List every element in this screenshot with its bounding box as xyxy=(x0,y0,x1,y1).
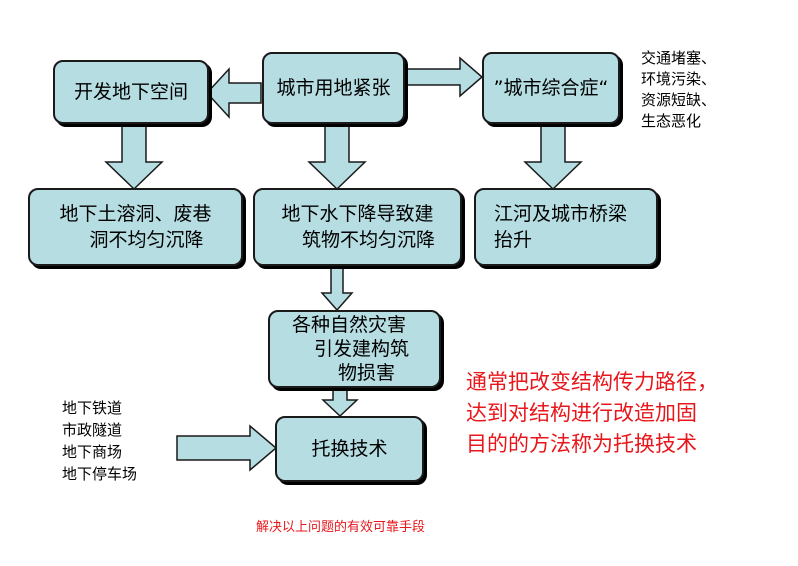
arrow-left-down xyxy=(104,123,164,191)
symptom-item: 交通堵塞、 xyxy=(641,49,717,67)
node-label-line-3: 物损害 xyxy=(338,362,396,384)
node-label-line-2: 抬升 xyxy=(494,229,533,251)
underground-item: 市政隧道 xyxy=(62,421,123,439)
node-label-line-1: 地下水下降导致建 xyxy=(281,203,434,225)
arrow-disaster-down xyxy=(321,386,359,418)
symptom-item: 生态恶化 xyxy=(641,112,702,130)
node-underpinning-technology: 托换技术 xyxy=(275,416,424,482)
symptom-item: 资源短缺、 xyxy=(641,91,717,109)
node-groundwater-settlement: 地下水下降导致建 筑物不均匀沉降 xyxy=(253,188,462,266)
node-label: 开发地下空间 xyxy=(73,81,188,103)
node-label: ”城市综合症“ xyxy=(493,77,609,99)
arrow-center-to-right xyxy=(404,56,484,98)
arrow-center-to-left xyxy=(205,67,262,119)
definition-line: 目的的方法称为托换技术 xyxy=(466,432,697,456)
node-develop-underground: 开发地下空间 xyxy=(53,60,209,124)
node-bridge-uplift: 江河及城市桥梁 抬升 xyxy=(474,188,658,266)
node-label-line-2: 引发建构筑 xyxy=(314,338,410,360)
arrow-right-down xyxy=(523,123,583,191)
underground-item: 地下停车场 xyxy=(62,465,138,483)
underground-item: 地下铁道 xyxy=(62,399,123,417)
arrow-list-to-tech xyxy=(176,424,278,472)
node-label-line-1: 地下土溶洞、废巷 xyxy=(59,203,212,225)
definition-line: 达到对结构进行改造加固 xyxy=(466,401,697,425)
node-label-line-1: 江河及城市桥梁 xyxy=(494,203,628,225)
caption: 解决以上问题的有效可靠手段 xyxy=(256,520,426,535)
definition-line: 通常把改变结构传力路径， xyxy=(466,370,718,394)
arrow-center-down xyxy=(307,123,367,191)
node-label-line-1: 各种自然灾害 xyxy=(292,314,407,336)
node-karst-settlement: 地下土溶洞、废巷 洞不均匀沉降 xyxy=(28,188,243,266)
node-label: 托换技术 xyxy=(311,438,388,460)
node-city-land-shortage: 城市用地紧张 xyxy=(262,52,405,124)
underground-item: 地下商场 xyxy=(62,443,123,461)
symptom-item: 环境污染、 xyxy=(641,70,717,88)
definition-text: 通常把改变结构传力路径， 达到对结构进行改造加固 目的的方法称为托换技术 xyxy=(466,367,786,460)
node-urban-syndrome: ”城市综合症“ xyxy=(482,52,620,124)
underground-list: 地下铁道 市政隧道 地下商场 地下停车场 xyxy=(62,397,137,485)
node-label: 城市用地紧张 xyxy=(276,77,391,99)
node-natural-disaster: 各种自然灾害 引发建构筑 物损害 xyxy=(268,310,441,388)
symptom-list: 交通堵塞、 环境污染、 资源短缺、 生态恶化 xyxy=(641,48,716,132)
node-label-line-2: 筑物不均匀沉降 xyxy=(301,229,435,251)
node-label-line-2: 洞不均匀沉降 xyxy=(89,229,204,251)
arrow-col2-down xyxy=(320,265,354,312)
